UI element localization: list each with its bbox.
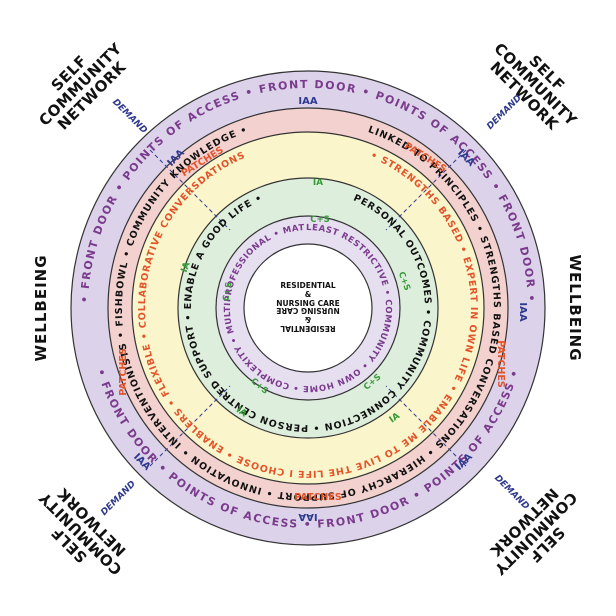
center-circle (243, 243, 373, 373)
center-bottom-line1: RESIDENTIAL (280, 324, 335, 333)
patches-label-left: PATCHES (118, 348, 129, 396)
cs-label-top: C+S (310, 215, 329, 225)
demand-label-tr: DEMAND (485, 93, 524, 132)
iaa-label-bottom: IAA (298, 511, 317, 522)
demand-label-bl: DEMAND (99, 479, 138, 518)
ia-label-bottom-left: IA (234, 405, 248, 419)
center-top-line3: NURSING CARE (276, 299, 340, 308)
iaa-label-right: IAA (517, 302, 528, 321)
wellbeing-right: WELLBEING (566, 254, 584, 361)
ia-labels: IA IA IA IA (180, 178, 402, 425)
center-top-line2: & (305, 290, 312, 299)
ia-label-left: IA (180, 261, 193, 274)
center-bottom-line3: NURSING CARE (276, 306, 340, 315)
patches-label-right: PATCHES (495, 340, 506, 388)
wellbeing-left: WELLBEING (32, 254, 50, 361)
iaa-label-top: IAA (298, 96, 317, 107)
ia-label-top: IA (313, 178, 323, 188)
ia-label-bottom-right: IA (388, 411, 402, 425)
corner-bottom-right: SELF COMMUNITY NETWORK (486, 484, 581, 579)
demand-label-br: DEMAND (492, 473, 531, 512)
patches-label-bottom: PATCHES (294, 492, 342, 503)
corner-top-left: SELF COMMUNITY NETWORK (35, 39, 130, 134)
center-label-bottom: RESIDENTIAL & NURSING CARE (276, 306, 340, 333)
center-bottom-line2: & (304, 315, 311, 324)
demand-label-tl: DEMAND (110, 97, 149, 136)
demand-arrows (149, 149, 467, 467)
cs-label-left: C+S (221, 281, 234, 302)
center-top-line1: RESIDENTIAL (280, 281, 335, 290)
center-label-top: RESIDENTIAL & NURSING CARE (276, 281, 340, 308)
